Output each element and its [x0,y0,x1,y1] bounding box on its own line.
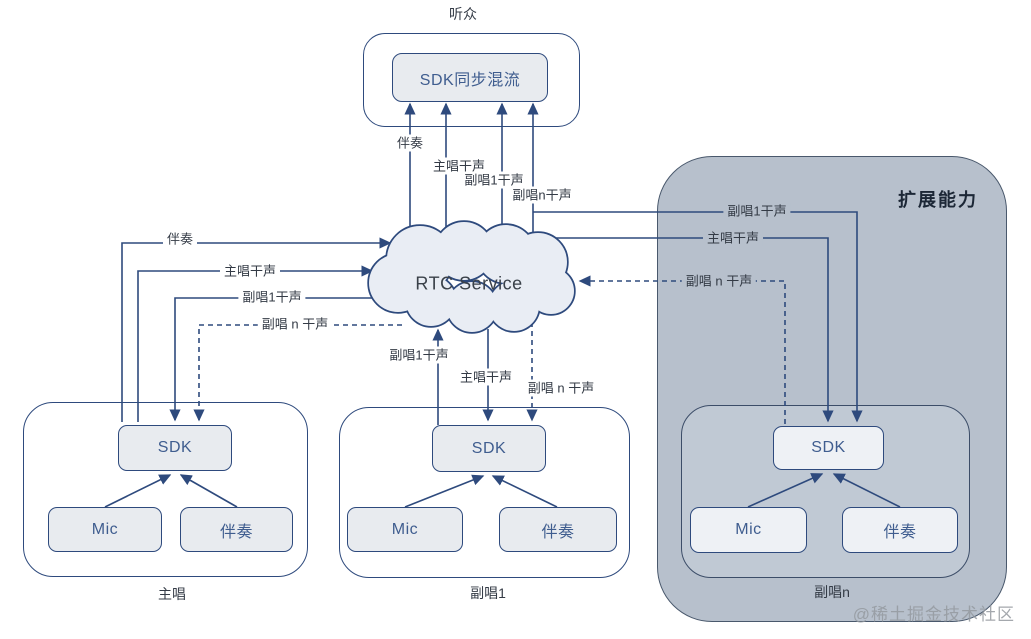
edge-label-backupnvocal-to-backup1: 副唱 n 干声 [523,379,599,397]
edge-label-backupn-vocal: 副唱 n 干声 [681,272,757,290]
caption-lead: 主唱 [158,586,186,602]
edge-label-backup1vocal-mixer: 副唱1干声 [460,171,528,189]
watermark: @稀土掘金技术社区 [852,605,1015,624]
cloud-label: RTC Service [415,273,523,294]
edge-label-backupnvocal-to-lead: 副唱 n 干声 [257,315,333,333]
edge-label-accompaniment-mixer: 伴奏 [392,134,428,152]
node-sdk-backupn: SDK [773,426,884,470]
caption-backup1: 副唱1 [470,585,506,601]
node-mic-backupn: Mic [690,507,807,553]
edge-label-backup1-vocal: 副唱1干声 [385,346,453,364]
caption-audience: 听众 [449,6,477,22]
edge-label-leadvocal-to-backup1: 主唱干声 [455,368,517,386]
extension-title: 扩展能力 [898,190,978,210]
edge-label-lead-accompaniment: 伴奏 [162,230,198,248]
node-accompaniment-backup1: 伴奏 [499,507,617,552]
node-sdk-backup1: SDK [432,425,546,472]
edge-label-leadvocal-to-backupn: 主唱干声 [702,229,764,247]
edge-label-lead-vocal: 主唱干声 [219,262,281,280]
node-mic-backup1: Mic [347,507,463,552]
node-sdk-sync-mix: SDK同步混流 [392,53,548,102]
node-mic-lead: Mic [48,507,162,552]
node-sdk-lead: SDK [118,425,232,471]
edge-label-backup1vocal-to-backupn: 副唱1干声 [723,202,791,220]
edge-label-backupnvocal-mixer: 副唱n干声 [508,186,576,204]
edge-label-backup1vocal-to-lead: 副唱1干声 [238,288,306,306]
node-accompaniment-backupn: 伴奏 [842,507,958,553]
node-accompaniment-lead: 伴奏 [180,507,293,552]
caption-backupn: 副唱n [814,584,850,600]
